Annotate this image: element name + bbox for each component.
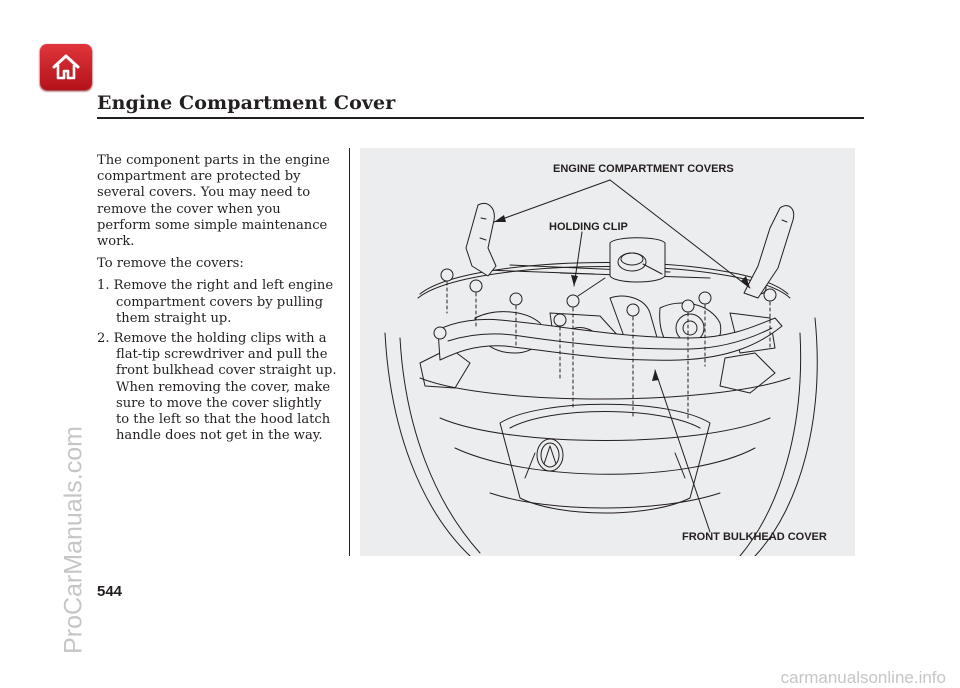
label-bulkhead-cover: FRONT BULKHEAD COVER xyxy=(682,531,827,543)
home-button[interactable] xyxy=(40,44,92,90)
column-divider xyxy=(349,148,350,556)
bulkhead-cover xyxy=(437,317,783,361)
watermark-bottom: carmanualsonline.info xyxy=(780,668,946,687)
clip-guides xyxy=(446,281,771,419)
home-icon xyxy=(52,54,80,80)
logo xyxy=(536,438,564,472)
intro-paragraph: The component parts in the engine compar… xyxy=(97,153,330,250)
title-rule xyxy=(97,117,864,119)
grille xyxy=(499,403,711,514)
engine-cover-illustration: ENGINE COMPARTMENT COVERS HOLDING CLIP F… xyxy=(360,148,855,556)
engine-bay-drawing xyxy=(384,179,818,556)
holding-clips xyxy=(433,268,777,340)
label-engine-covers: ENGINE COMPARTMENT COVERS xyxy=(553,163,734,175)
watermark-left: ProCarManuals.com xyxy=(59,426,88,654)
instructions: The component parts in the engine compar… xyxy=(97,153,337,448)
steps-list: 1. Remove the right and left engine comp… xyxy=(97,278,337,444)
body-contour xyxy=(384,332,471,556)
right-cover xyxy=(743,205,795,299)
left-cover xyxy=(465,203,497,277)
steps-heading: To remove the covers: xyxy=(97,256,244,272)
clip-detail-inset xyxy=(609,237,666,283)
arrowheads xyxy=(494,215,750,381)
callout-leaders xyxy=(493,179,751,533)
page-title: Engine Compartment Cover xyxy=(97,92,396,114)
label-holding-clip: HOLDING CLIP xyxy=(549,221,628,233)
step-item: 1. Remove the right and left engine comp… xyxy=(97,278,334,326)
page-number: 544 xyxy=(97,583,123,600)
step-item: 2. Remove the holding clips with a flat-… xyxy=(97,331,337,444)
